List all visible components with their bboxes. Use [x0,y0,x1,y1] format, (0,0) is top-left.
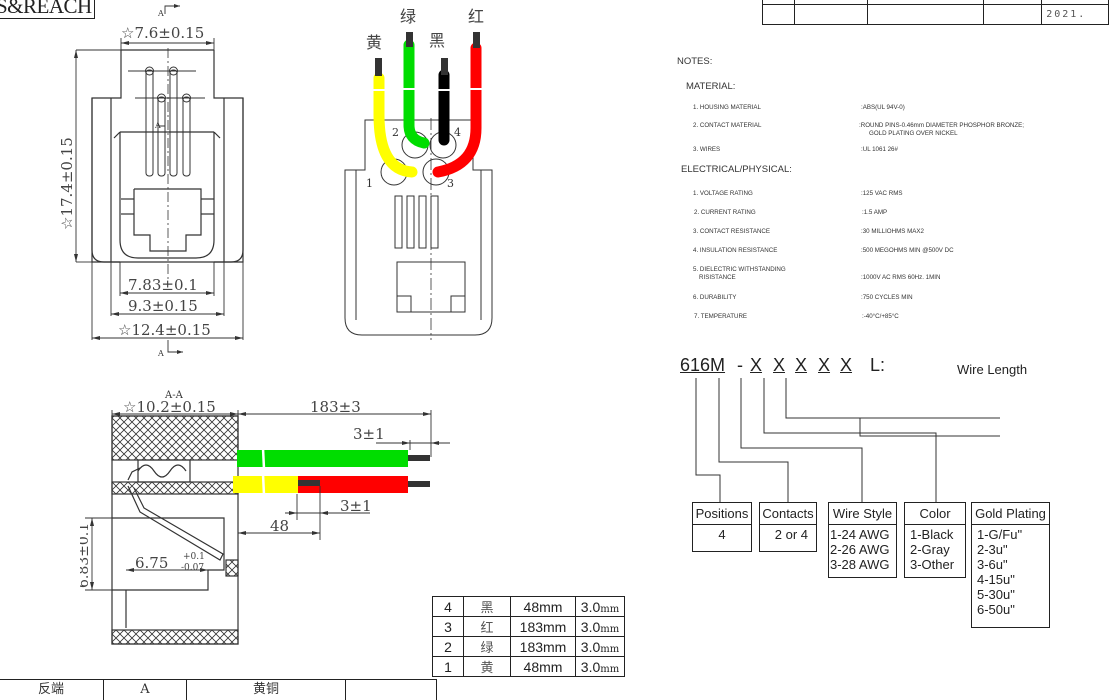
wire-table: 4 黑 48mm 3.0mm 3 红 183mm 3.0mm 2 绿 183mm… [432,596,625,677]
part-number-color-x: X [818,355,830,376]
material-heading: MATERIAL: [686,81,735,92]
part-number-dash: - [737,355,743,376]
dim-inner-1: 7.83±0.1 [128,276,198,294]
pin-number-3: 3 [447,177,454,190]
title-block-cell [983,5,1042,25]
title-block: 2021. [762,0,1109,25]
part-number-leaders [680,378,1000,504]
pin-number-2: 2 [392,126,399,139]
dim-section-height: 6.83±0.1 [80,523,92,588]
pin-number-1: 1 [366,177,373,190]
dim-top-width: ☆7.6±0.15 [121,24,204,42]
section-strip-long-1 [408,455,430,461]
part-number-position-x: X [750,355,762,376]
dim-inner-tol-minus: -0.07 [181,563,204,573]
section-mark-inner: A [154,121,161,130]
pin-number-4: 4 [454,126,461,139]
dim-inner-2: 9.3±0.15 [128,297,198,315]
table-row: 4 黑 48mm 3.0mm [433,597,625,617]
wire-tip-green [406,32,413,47]
label-green: 绿 [400,7,416,26]
wire-tip-black [441,58,448,75]
notes-section: NOTES: MATERIAL: 1. HOUSING MATERIAL :AB… [677,56,712,67]
title-block-date: 2021. [1042,5,1109,25]
note-row: 7. TEMPERATURE :-40°C/+85°C [694,313,747,320]
part-number-wirestyle-x: X [795,355,807,376]
dim-long-wire: 183±3 [310,398,361,416]
section-strip-long-2 [408,481,430,487]
note-row: 4. INSULATION RESISTANCE :500 MEGOHMS MI… [693,247,777,254]
table-row: 2 绿 183mm 3.0mm [433,637,625,657]
wire-green [409,45,424,143]
section-strip-short [298,480,320,486]
field-color: Color 1-Black 2-Gray 3-Other [904,502,966,578]
wire-connection-drawing: 黄 绿 黑 红 1 2 4 3 [330,0,500,345]
dim-inner-main: 6.75 [135,554,168,572]
section-mark-bottom: A [157,349,164,358]
label-yellow: 黄 [366,33,382,52]
wire-tip-red [473,32,480,48]
section-mark-top: A [157,9,164,18]
field-wire-style: Wire Style 1-24 AWG 2-26 AWG 3-28 AWG [828,502,897,578]
table-row: 3 红 183mm 3.0mm [433,617,625,637]
part-number-base: 616M [680,355,725,376]
note-row: 6. DURABILITY :750 CYCLES MIN [693,294,736,301]
part-number-contacts-x: X [773,355,785,376]
wire-tip-yellow [375,58,382,76]
note-row: 3. CONTACT RESISTANCE :30 MILLIOHMS MAX2 [693,228,770,235]
notes-heading: NOTES: [677,56,712,67]
wire-length-desc: Wire Length [957,362,1027,377]
note-row: 2. CURRENT RATING :1.5 AMP [694,209,756,216]
dim-strip-short: 3±1 [340,497,372,515]
table-row: 1 黄 48mm 3.0mm [433,657,625,677]
dim-height: ☆17.4±0.15 [58,137,76,230]
dim-body: ☆10.2±0.15 [123,398,216,416]
title-block-cell [795,5,868,25]
field-gold-plating: Gold Plating 1-G/Fu" 2-3u" 3-6u" 4-15u" … [971,502,1050,628]
part-number-plating-x: X [840,355,852,376]
field-positions: Positions 4 [692,502,752,552]
label-red: 红 [468,7,484,26]
dim-short-wire: 48 [270,517,289,535]
dim-strip-long: 3±1 [353,425,385,443]
dim-inner-tol-plus: +0.1 [183,552,205,562]
title-block-cell [867,5,983,25]
dim-outer: ☆12.4±0.15 [118,321,211,339]
field-contacts: Contacts 2 or 4 [759,502,817,552]
note-row: 5. DIELECTRIC WITHSTANDING RISISTANCE :1… [693,266,786,273]
note-row: 1. VOLTAGE RATING :125 VAC RMS [693,190,753,197]
label-black: 黑 [429,31,445,50]
front-view-drawing: A A A ☆7.6±0.15 ☆17.4±0.15 7.83±0.1 9.3±… [0,0,300,360]
note-row: 1. HOUSING MATERIAL :ABS(UL 94V-0) [693,104,761,111]
electrical-heading: ELECTRICAL/PHYSICAL: [681,164,792,175]
title-block-cell [763,5,795,25]
section-wire-yellow [233,476,298,493]
note-row: 2. CONTACT MATERIAL :ROUND PINS-0.46mm D… [693,122,761,129]
part-number-length-label: L: [870,355,885,376]
note-row: 3. WIRES :UL 1061 26# [693,146,720,153]
section-view-drawing: A-A ☆10.2±0.15 183±3 3±1 3±1 48 6.83±0.1… [80,370,460,660]
